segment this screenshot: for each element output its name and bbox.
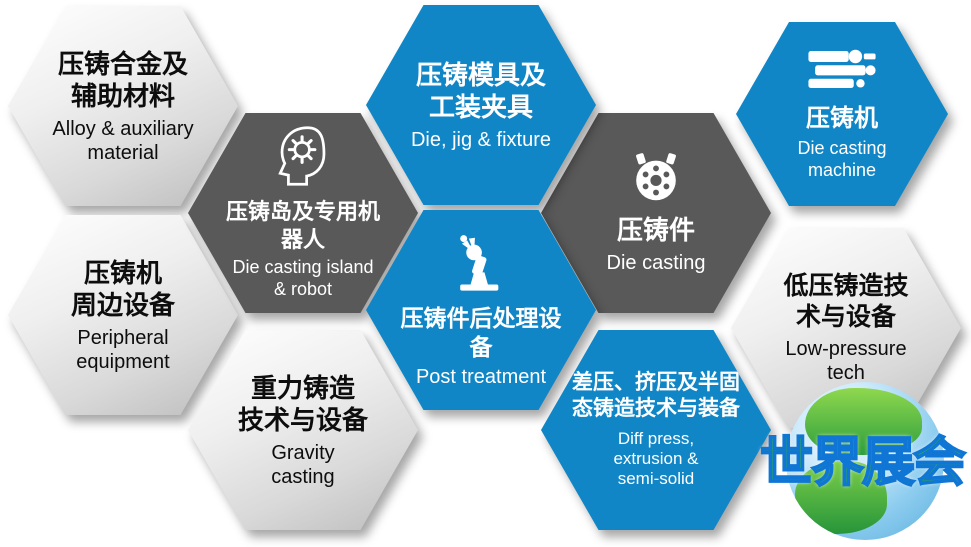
zh-line: 重力铸造: [250, 372, 355, 403]
en-line: & robot: [273, 279, 333, 299]
robot-arm-icon: [455, 231, 507, 299]
zh-line: 压铸模具及: [415, 59, 546, 90]
zh-line: 周边设备: [70, 290, 175, 320]
hex-title-zh: 压铸合金及 辅助材料: [58, 48, 188, 113]
hex-title-zh: 压铸模具及 工装夹具: [416, 59, 546, 124]
zh-line: 压铸件: [616, 215, 695, 246]
zh-line: 工装夹具: [428, 92, 533, 122]
en-line: Die casting: [606, 251, 706, 274]
hex-title-en: Die casting machine: [797, 138, 886, 181]
hex-title-en: Peripheral equipment: [76, 326, 169, 374]
hex-title-zh: 压铸件后处理设备: [396, 304, 566, 362]
en-line: Die casting: [797, 138, 887, 159]
hex-title-zh: 低压铸造技 术与设备: [783, 271, 908, 334]
en-line: semi-solid: [617, 469, 695, 489]
hex-title-en: Gravity casting: [271, 441, 334, 489]
zh-line: 低压铸造技: [783, 271, 909, 300]
hex-title-en: Die casting: [607, 251, 706, 275]
die-casting-machine-icon: [805, 46, 879, 99]
en-line: Die casting island: [232, 257, 374, 278]
en-line: extrusion &: [613, 449, 699, 469]
zh-line: 压铸机: [805, 105, 878, 133]
zh-line: 辅助材料: [70, 81, 175, 111]
hex-title-zh: 压铸机 周边设备: [71, 257, 175, 322]
world-expo-logo-text: 世界展会: [759, 432, 967, 493]
hex-title-zh: 压铸机: [806, 104, 878, 134]
globe-icon: [786, 382, 944, 540]
world-expo-logo: 世界展会: [758, 376, 967, 546]
en-line: Diff press,: [617, 428, 695, 448]
zh-line: 压铸合金及: [57, 48, 188, 79]
hex-post-treatment: 压铸件后处理设备 Post treatment: [366, 210, 596, 410]
en-line: tech: [827, 362, 865, 385]
hex-title-zh: 压铸岛及专用机器人: [218, 198, 388, 253]
zh-line: 差压、挤压及半固: [572, 371, 740, 395]
en-line: equipment: [76, 350, 170, 373]
hex-title-en: Alloy & auxiliary material: [52, 117, 193, 165]
hex-title-en: Die, jig & fixture: [411, 128, 551, 152]
hex-title-en: Die casting island & robot: [232, 257, 373, 300]
zh-line: 压铸机: [83, 257, 162, 288]
cast-part-icon: [625, 151, 687, 209]
hex-title-en: Low-pressure tech: [785, 337, 906, 385]
hex-die-jig-fixture: 压铸模具及 工装夹具 Die, jig & fixture: [366, 5, 596, 205]
hex-die-casting-machine: 压铸机 Die casting machine: [736, 22, 948, 206]
hex-title-zh: 压铸件: [617, 214, 695, 247]
hex-title-en: Diff press, extrusion & semi-solid: [613, 429, 698, 490]
hex-diff-press-extrusion-semisolid: 差压、挤压及半固 态铸造技术与装备 Diff press, extrusion …: [541, 330, 771, 530]
en-line: machine: [807, 160, 877, 180]
en-line: Post treatment: [415, 366, 547, 389]
zh-line: 技术与设备: [237, 405, 368, 435]
hex-title-en: Post treatment: [416, 365, 546, 389]
en-line: Die, jig & fixture: [410, 128, 552, 151]
en-line: Peripheral: [77, 326, 169, 349]
hex-die-casting-island-robot: 压铸岛及专用机器人 Die casting island & robot: [188, 113, 418, 313]
zh-line: 压铸件后处理设备: [400, 304, 562, 360]
hex-gravity-casting: 重力铸造 技术与设备 Gravity casting: [188, 330, 418, 530]
zh-line: 压铸岛及专用机器人: [225, 199, 380, 252]
zh-line: 术与设备: [795, 303, 896, 331]
en-line: Gravity: [271, 441, 335, 464]
hex-die-casting-part: 压铸件 Die casting: [541, 113, 771, 313]
en-line: Alloy & auxiliary: [52, 117, 194, 140]
hex-peripheral-equipment: 压铸机 周边设备 Peripheral equipment: [8, 215, 238, 415]
en-line: casting: [271, 465, 335, 488]
hex-title-zh: 差压、挤压及半固 态铸造技术与装备: [572, 370, 740, 423]
en-line: Low-pressure: [785, 338, 907, 361]
head-gear-icon: [273, 125, 333, 193]
hex-title-zh: 重力铸造 技术与设备: [238, 372, 368, 437]
en-line: material: [87, 141, 159, 164]
zh-line: 态铸造技术与装备: [572, 397, 740, 421]
hex-alloy-auxiliary-material: 压铸合金及 辅助材料 Alloy & auxiliary material: [8, 6, 238, 206]
